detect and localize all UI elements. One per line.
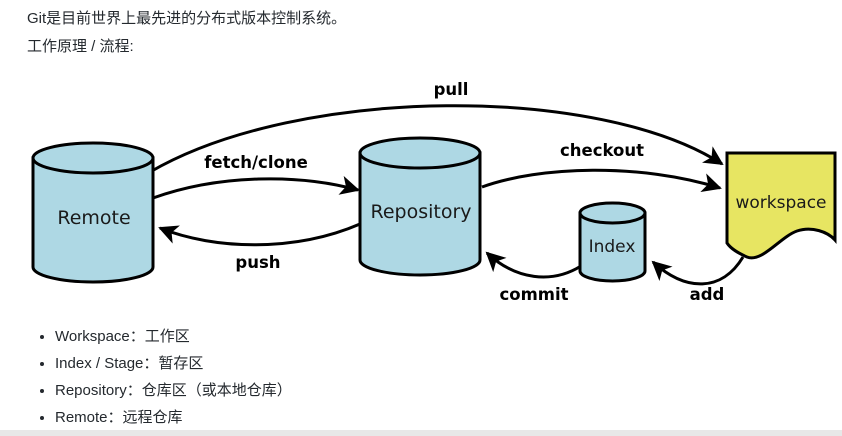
legend-list: Workspace：工作区 Index / Stage：暂存区 Reposito… xyxy=(35,323,292,431)
bottom-scroll-strip xyxy=(0,430,842,436)
remote-label: Remote xyxy=(57,207,130,229)
remote-cylinder-body xyxy=(31,156,155,284)
push-label: push xyxy=(235,253,280,272)
legend-item-remote: Remote：远程仓库 xyxy=(55,404,292,431)
fetch-clone-label: fetch/clone xyxy=(204,153,308,172)
index-cylinder-body xyxy=(578,211,647,283)
intro-text: Git是目前世界上最先进的分布式版本控制系统。 xyxy=(27,10,347,27)
push-arrow xyxy=(158,222,361,247)
index-cylinder-top xyxy=(578,201,647,225)
commit-label: commit xyxy=(499,285,568,304)
workspace-node: workspace xyxy=(725,151,837,260)
legend-item-index-stage: Index / Stage：暂存区 xyxy=(55,350,292,377)
repository-label: Repository xyxy=(370,201,471,223)
checkout-label: checkout xyxy=(560,141,644,160)
repository-cylinder-body xyxy=(358,151,482,277)
legend-item-workspace: Workspace：工作区 xyxy=(55,323,292,350)
checkout-arrow xyxy=(481,168,722,193)
legend-item-repository: Repository：仓库区（或本地仓库） xyxy=(55,377,292,404)
pull-arrow xyxy=(149,104,724,174)
commit-arrow xyxy=(485,251,582,279)
index-label: Index xyxy=(589,237,636,257)
index-node: Index xyxy=(578,201,647,283)
remote-cylinder-top xyxy=(31,141,155,175)
git-workflow-diagram: Remote Repository Index workspace pull f… xyxy=(31,80,837,304)
workspace-shape xyxy=(725,151,837,260)
add-label: add xyxy=(690,285,725,304)
workspace-label: workspace xyxy=(735,193,826,213)
repository-node: Repository xyxy=(358,136,482,277)
pull-label: pull xyxy=(434,80,469,99)
workflow-subtitle: 工作原理 / 流程: xyxy=(27,38,134,55)
repository-cylinder-top xyxy=(358,136,482,170)
remote-node: Remote xyxy=(31,141,155,284)
fetch-clone-arrow xyxy=(152,175,360,200)
add-arrow xyxy=(651,256,745,286)
